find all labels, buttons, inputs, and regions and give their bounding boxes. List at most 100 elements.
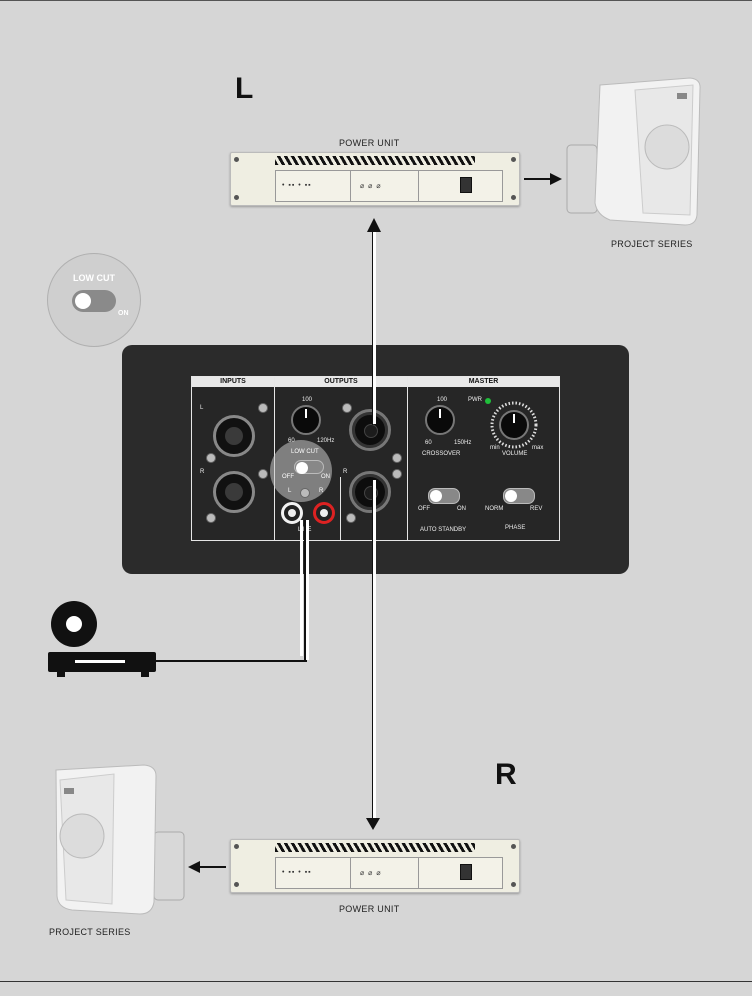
wire-source-l (300, 520, 303, 656)
output-r-xlr[interactable] (349, 471, 391, 513)
wire-bottom-amp (373, 480, 376, 820)
input-r-combo-jack[interactable] (213, 471, 255, 513)
power-led-icon (485, 398, 491, 404)
power-switch (460, 177, 472, 193)
wire-top-amp-edge (372, 225, 373, 425)
lowcut-frequency-knob[interactable] (291, 405, 321, 435)
lowcut-badge: LOW CUT ON (47, 253, 141, 347)
rack-screw (511, 195, 516, 200)
arrowhead-right-icon (550, 173, 562, 185)
auto-standby-label: AUTO STANDBY (420, 527, 467, 533)
wire-bottom-amp-edge (372, 480, 373, 820)
panel-screw (392, 469, 402, 479)
panel-screw (300, 488, 310, 498)
crossover-max-label: 150Hz (454, 440, 472, 446)
vent-grille (275, 843, 475, 852)
rack-screw (234, 844, 239, 849)
speaker-cone (644, 124, 690, 170)
indicator-leds: ⌀ ⌀ ⌀ (360, 870, 382, 877)
wire-source-core (304, 520, 306, 662)
power-unit-top: • ▪▪ • ▪▪ ⌀ ⌀ ⌀ (230, 152, 520, 206)
rack-screw (511, 844, 516, 849)
input-r-label: R (200, 469, 205, 475)
rack-screw (234, 882, 239, 887)
rack-screw (511, 882, 516, 887)
panel-divider (350, 858, 351, 888)
power-unit-bottom: • ▪▪ • ▪▪ ⌀ ⌀ ⌀ (230, 839, 520, 893)
output-l-xlr[interactable] (349, 409, 391, 451)
speaker-bracket (566, 144, 598, 214)
amp-front-panel: • ▪▪ • ▪▪ ⌀ ⌀ ⌀ (275, 170, 503, 202)
power-unit-bottom-label: POWER UNIT (339, 904, 400, 914)
output-knob-top-label: 100 (302, 397, 313, 403)
lowcut-switch-label: LOW CUT (291, 449, 319, 455)
top-border (0, 0, 752, 1)
indicator-leds: • ▪▪ • ▪▪ (282, 182, 312, 189)
panel-screw (206, 513, 216, 523)
lowcut-badge-toggle (72, 290, 116, 312)
master-header: MASTER (408, 377, 559, 387)
wire-source-r (306, 520, 309, 660)
crossover-top-label: 100 (437, 397, 448, 403)
panel-screw (342, 403, 352, 413)
right-channel-label: R (495, 758, 517, 791)
output-knob-max-label: 120Hz (317, 438, 335, 444)
jack-hole (225, 483, 243, 501)
panel-screw (346, 513, 356, 523)
volume-min-label: min (490, 445, 500, 451)
lowcut-badge-title: LOW CUT (73, 273, 115, 283)
arrowhead-down-icon (366, 818, 380, 830)
media-player-icon (48, 601, 156, 677)
speaker-cone (59, 813, 105, 859)
panel-divider (418, 858, 419, 888)
phase-label: PHASE (505, 525, 526, 531)
bottom-border (0, 981, 752, 982)
standby-on-label: ON (457, 506, 466, 512)
line-input-l-rca[interactable] (281, 502, 303, 524)
section-divider (340, 477, 341, 540)
speaker-logo (677, 93, 687, 99)
wire-top-amp (373, 228, 376, 424)
lowcut-off-label: OFF (282, 474, 294, 480)
pwr-label: PWR (468, 397, 482, 403)
speaker-bottom (55, 764, 185, 915)
speaker-bracket (153, 831, 185, 901)
crossover-min-label: 60 (425, 440, 432, 446)
crossover-knob[interactable] (425, 405, 455, 435)
arrowhead-left-icon (188, 861, 200, 873)
panel-screw (258, 403, 268, 413)
panel-screw (392, 453, 402, 463)
lowcut-switch[interactable] (294, 460, 324, 474)
amp-front-panel: • ▪▪ • ▪▪ ⌀ ⌀ ⌀ (275, 857, 503, 889)
arrow-to-bottom-speaker (198, 866, 226, 868)
line-l-label: L (288, 488, 292, 494)
speaker-top (566, 77, 701, 226)
volume-label: VOLUME (502, 451, 528, 457)
line-input-r-rca[interactable] (313, 502, 335, 524)
phase-rev-label: REV (530, 506, 543, 512)
lowcut-badge-state: ON (118, 310, 129, 317)
rack-screw (511, 157, 516, 162)
indicator-leds: • ▪▪ • ▪▪ (282, 869, 312, 876)
panel-screw (258, 469, 268, 479)
volume-knob[interactable] (499, 410, 529, 440)
power-switch (460, 864, 472, 880)
input-l-label: L (200, 405, 204, 411)
auto-standby-switch[interactable] (428, 488, 460, 504)
panel-divider (350, 171, 351, 201)
standby-off-label: OFF (418, 506, 430, 512)
rack-screw (234, 157, 239, 162)
speaker-logo (64, 788, 74, 794)
wire-to-source (155, 660, 307, 662)
arrow-to-top-speaker (524, 178, 554, 180)
panel-divider (418, 171, 419, 201)
project-series-top-label: PROJECT SERIES (611, 239, 693, 249)
input-l-combo-jack[interactable] (213, 415, 255, 457)
outputs-header: OUTPUTS (275, 377, 407, 387)
section-divider (407, 377, 408, 540)
power-unit-top-label: POWER UNIT (339, 138, 400, 148)
phase-norm-label: NORM (485, 506, 504, 512)
indicator-leds: ⌀ ⌀ ⌀ (360, 183, 382, 190)
phase-switch[interactable] (503, 488, 535, 504)
rack-screw (234, 195, 239, 200)
